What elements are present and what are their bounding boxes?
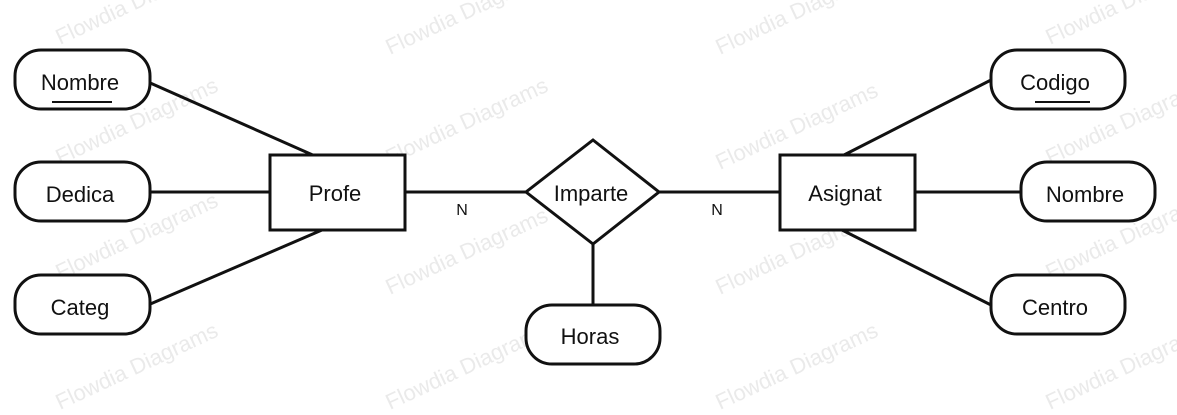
edge-nombre-profe xyxy=(147,80,316,158)
attribute-label: Codigo xyxy=(1020,70,1090,95)
attribute-shape xyxy=(13,273,152,336)
attribute-label: Nombre xyxy=(1046,182,1124,207)
entity-label: Asignat xyxy=(808,181,881,206)
relationship-label: Imparte xyxy=(554,181,629,206)
attribute-label: Centro xyxy=(1022,295,1088,320)
cardinality-right: N xyxy=(711,202,723,219)
cardinality-left: N xyxy=(456,202,468,219)
attribute-label: Dedica xyxy=(46,182,115,207)
relationship-shape xyxy=(523,138,662,246)
entity-asignat[interactable]: Asignat xyxy=(778,153,917,232)
entity-shape xyxy=(268,153,407,232)
attribute-shape xyxy=(13,160,152,223)
edge-codigo-asignat xyxy=(841,78,992,158)
attribute-dedica[interactable]: Dedica xyxy=(13,160,152,223)
attribute-shape xyxy=(989,273,1127,336)
attribute-shape xyxy=(989,48,1127,111)
attribute-centro[interactable]: Centro xyxy=(989,273,1127,336)
attribute-shape xyxy=(13,48,152,111)
watermark: Flowdia Diagrams xyxy=(712,317,882,414)
attribute-nombre-asignat[interactable]: Nombre xyxy=(1019,160,1157,223)
attribute-label: Categ xyxy=(51,295,110,320)
edge-centro-asignat xyxy=(841,228,992,307)
entity-label: Profe xyxy=(309,181,362,206)
entity-profe[interactable]: Profe xyxy=(268,153,407,232)
edge-categ-profe xyxy=(147,228,323,307)
attribute-codigo[interactable]: Codigo xyxy=(989,48,1127,111)
attribute-shape xyxy=(524,303,662,366)
connectors xyxy=(147,78,1021,307)
attribute-nombre-profe[interactable]: Nombre xyxy=(13,48,152,111)
attribute-categ[interactable]: Categ xyxy=(13,273,152,336)
attribute-horas[interactable]: Horas xyxy=(524,303,662,366)
watermark: Flowdia Diagrams xyxy=(1042,0,1177,50)
watermark: Flowdia Diagrams xyxy=(382,72,552,169)
watermark: Flowdia Diagrams xyxy=(382,0,552,60)
attribute-label: Horas xyxy=(561,324,620,349)
attribute-shape xyxy=(1019,160,1157,223)
relationship-imparte[interactable]: Imparte xyxy=(523,138,662,246)
watermark: Flowdia Diagrams xyxy=(52,0,222,50)
entity-shape xyxy=(778,153,917,232)
watermark: Flowdia Diagrams xyxy=(712,0,882,60)
attribute-label: Nombre xyxy=(41,70,119,95)
